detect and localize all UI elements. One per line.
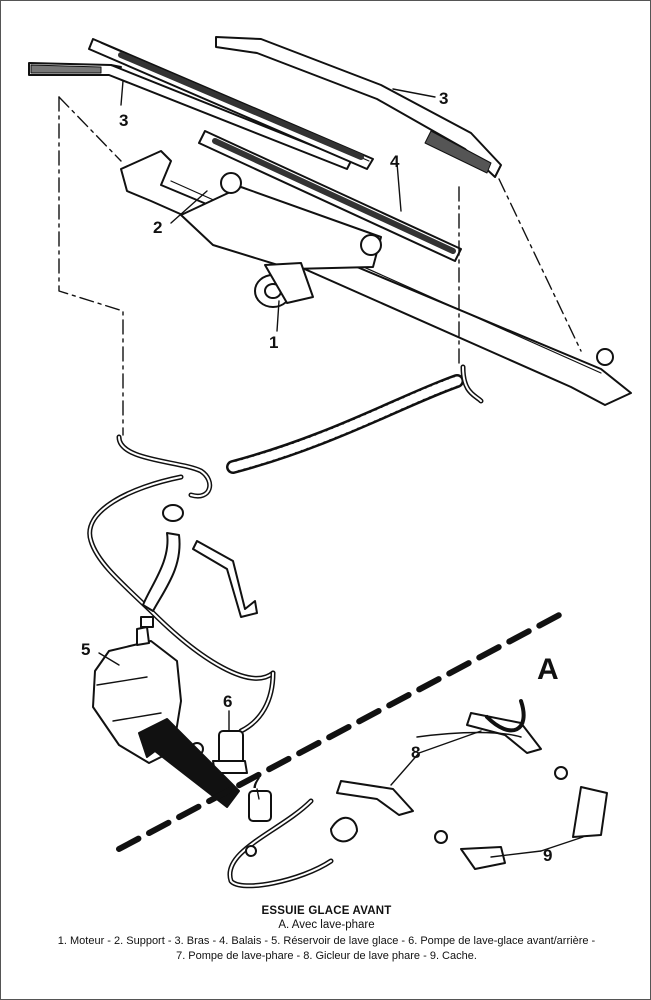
left-wiper-arm xyxy=(28,62,352,170)
caption-subtitle: A. Avec lave-phare xyxy=(278,919,375,931)
caption-legend-line-2: 7. Pompe de lave-phare - 8. Gicleur de l… xyxy=(176,950,477,962)
insert-arrow xyxy=(138,718,240,808)
label-blade: 4 xyxy=(390,152,400,171)
label-arm-right: 3 xyxy=(439,89,448,108)
label-nozzle: 8 xyxy=(411,743,420,762)
label-cover: 9 xyxy=(543,846,552,865)
variant-separator xyxy=(116,610,566,852)
label-reservoir: 5 xyxy=(81,640,90,659)
label-arm-left: 3 xyxy=(119,111,128,130)
right-wiper-arm xyxy=(215,36,502,178)
wiper-blade-upper xyxy=(88,38,374,170)
filler-neck xyxy=(142,504,258,618)
wiper-motor xyxy=(254,262,314,308)
headlamp-washer-assembly xyxy=(330,699,608,870)
label-motor: 1 xyxy=(269,333,278,352)
label-pump: 6 xyxy=(223,692,232,711)
linkage-support xyxy=(120,150,632,406)
headlamp-washer-pump xyxy=(245,790,272,857)
wiper-exploded-diagram: 3 3 2 4 1 5 6 7 8 9 A xyxy=(28,36,632,889)
figure-caption: ESSUIE GLACE AVANT A. Avec lave-phare 1.… xyxy=(1,905,651,964)
leader-lines xyxy=(98,80,584,858)
assembly-guides xyxy=(58,96,582,436)
caption-legend-line-1: 1. Moteur - 2. Support - 3. Bras - 4. Ba… xyxy=(57,935,596,947)
label-headlamp-pump: 7 xyxy=(251,773,260,792)
caption-title: ESSUIE GLACE AVANT xyxy=(261,905,392,917)
washer-hoses xyxy=(87,364,484,889)
wiper-blade-lower xyxy=(198,130,462,262)
caption-legend: 1. Moteur - 2. Support - 3. Bras - 4. Ba… xyxy=(1,934,651,964)
label-support: 2 xyxy=(153,218,162,237)
corrugated-hose xyxy=(226,374,464,474)
label-variant-a: A xyxy=(537,653,559,686)
